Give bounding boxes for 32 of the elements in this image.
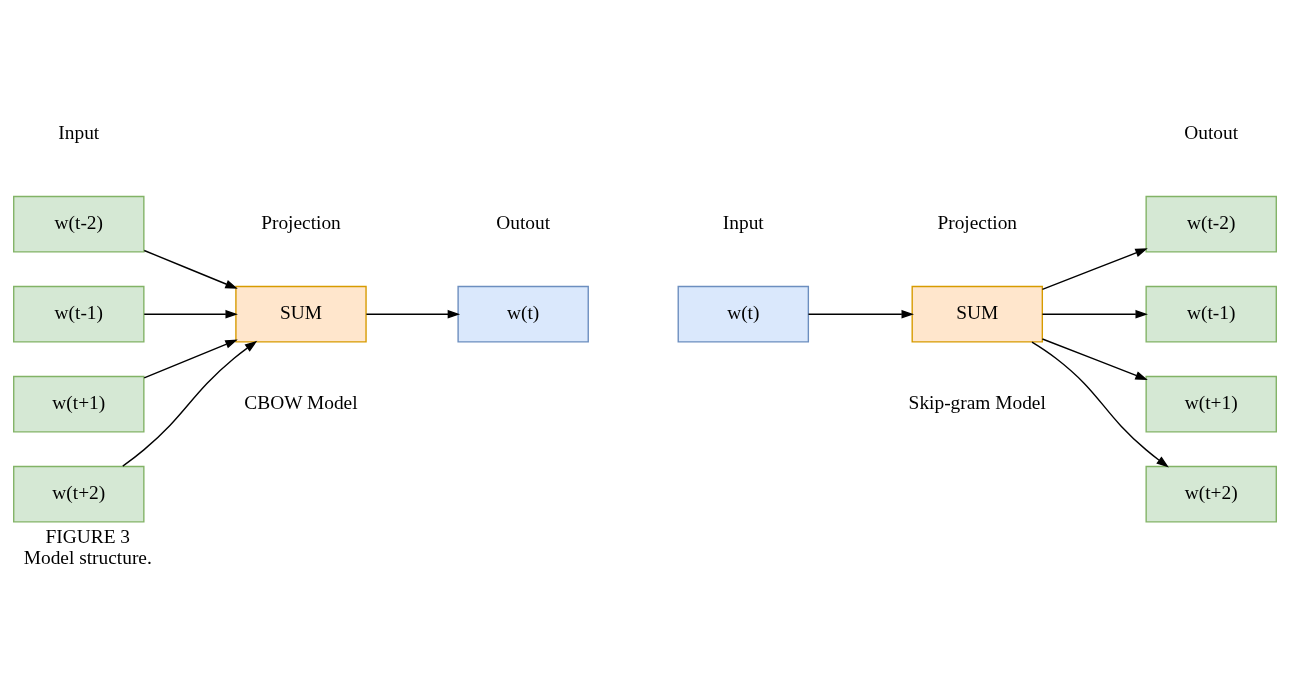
node-box: w(t+2) [1145, 465, 1277, 523]
node-box: w(t-2) [13, 195, 145, 253]
diagram-title: FIGURE 3 [45, 525, 131, 547]
node-box: w(t+2) [13, 465, 145, 523]
arrow [143, 339, 238, 379]
arrow [143, 249, 238, 289]
node-box: w(t) [457, 285, 589, 343]
node-box: w(t-1) [13, 285, 145, 343]
arrow [1041, 338, 1148, 381]
arrow [122, 340, 258, 467]
label: Projection [937, 212, 1018, 234]
node-box: w(t-2) [1145, 195, 1277, 253]
node-box: w(t+1) [1145, 375, 1277, 433]
node-box: SUM [235, 285, 367, 343]
node-box: SUM [911, 285, 1043, 343]
caption: Model structure. [23, 546, 152, 568]
label: Outout [496, 212, 551, 234]
node-box: w(t+1) [13, 375, 145, 433]
label: Outout [1184, 122, 1239, 144]
label: CBOW Model [244, 392, 358, 414]
arrow [1041, 248, 1148, 291]
label: Input [58, 122, 100, 144]
label: Skip-gram Model [908, 392, 1046, 414]
arrow [807, 309, 914, 319]
node-box: w(t-1) [1145, 285, 1277, 343]
node-box: w(t) [677, 285, 810, 343]
label: Projection [261, 212, 341, 234]
arrow [1041, 309, 1148, 319]
label: Input [722, 212, 764, 234]
arrow [1031, 341, 1169, 468]
arrow [143, 309, 238, 319]
arrow [365, 309, 461, 319]
